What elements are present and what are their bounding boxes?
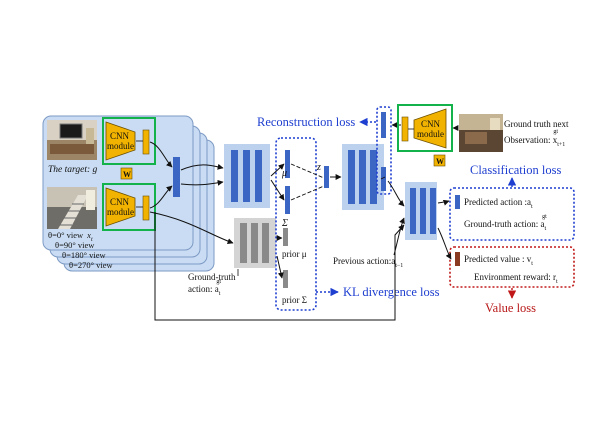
value-loss-label: Value loss	[485, 301, 536, 315]
w-badge-top: W	[120, 167, 133, 180]
gt-action-label: Ground-truth	[188, 272, 236, 282]
target-photo	[47, 120, 97, 160]
view-90-label: θ=90° view	[55, 240, 95, 250]
cnn-module-next: CNN module	[397, 104, 453, 152]
mu-label: μ	[281, 168, 287, 179]
latent-box	[275, 137, 317, 311]
kl-loss-label: KL divergence loss	[343, 285, 440, 299]
svg-text:module: module	[417, 129, 444, 139]
svg-text:W: W	[436, 157, 444, 166]
w-badge-next: W	[433, 154, 446, 167]
svg-text:CNN: CNN	[110, 131, 130, 141]
svg-text:W: W	[123, 170, 131, 179]
z-label: z	[316, 162, 321, 173]
gt-next-label-1: Ground truth next	[504, 119, 569, 129]
sigma-bar	[285, 186, 290, 214]
env-reward-label: Environment reward: rt	[474, 272, 558, 285]
prior-sigma-bar	[283, 270, 288, 288]
sigma-label: Σ	[281, 218, 288, 229]
reconstruction-column	[376, 106, 392, 195]
classification-loss-label: Classification loss	[470, 163, 561, 177]
cnn-module-top: CNN module	[102, 117, 156, 165]
predicted-value-label: Predicted value : vt	[464, 254, 533, 267]
value-box	[449, 246, 575, 288]
encoder-gray	[234, 218, 276, 268]
prior-sigma-label: prior Σ	[282, 295, 307, 305]
view-180-label: θ=180° view	[62, 250, 107, 260]
gt-next-label-2: Observation: xt+1gt	[504, 129, 565, 148]
target-label: The target: g	[48, 165, 98, 175]
view-photo	[47, 187, 97, 229]
mu-bar	[285, 150, 290, 178]
z-bar	[324, 166, 329, 188]
svg-text:CNN: CNN	[110, 197, 130, 207]
prior-mu-label: prior μ	[282, 249, 307, 259]
prior-mu-bar	[283, 228, 288, 246]
svg-text:module: module	[107, 207, 134, 217]
svg-text:CNN: CNN	[421, 119, 441, 129]
view-270-label: θ=270° view	[69, 260, 114, 270]
cnn-module-bottom: CNN module	[102, 183, 156, 231]
gt-action-cls-label: Ground-truth action: atgt	[464, 214, 547, 232]
previous-action-label: Previous action:at−1	[333, 256, 403, 269]
encoder-blue	[224, 144, 270, 208]
policy-stack	[405, 182, 437, 240]
gt-action-label-2: action: atgt	[188, 279, 221, 297]
classification-box	[449, 187, 575, 241]
svg-text:module: module	[107, 141, 134, 151]
next-observation-photo	[459, 114, 503, 152]
fused-feature	[173, 157, 180, 197]
predicted-action-label: Predicted action :at	[464, 197, 533, 210]
reconstruction-loss-label: Reconstruction loss	[257, 115, 355, 129]
